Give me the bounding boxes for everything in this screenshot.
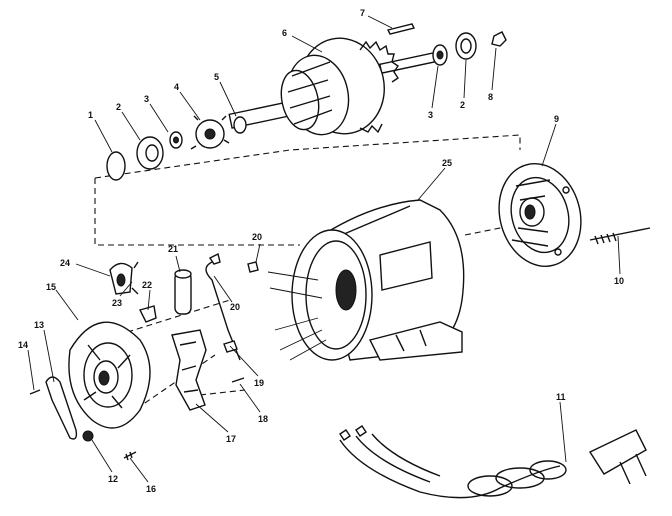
callout-3: 3 <box>144 94 149 104</box>
callout-5: 5 <box>214 72 219 82</box>
bearing-bracket <box>109 261 157 323</box>
right-bearing-parts <box>432 31 507 66</box>
callout-6: 6 <box>282 28 287 38</box>
power-cord <box>339 425 647 499</box>
through-bolt <box>589 227 651 245</box>
callout-3-right: 3 <box>428 110 433 120</box>
capacitor <box>174 269 192 315</box>
callout-7: 7 <box>360 8 365 18</box>
callout-4: 4 <box>174 82 179 92</box>
small-hardware <box>29 377 245 461</box>
callout-17: 17 <box>226 434 236 444</box>
callout-23: 23 <box>112 298 122 308</box>
callout-24: 24 <box>60 258 70 268</box>
callout-12: 12 <box>108 474 118 484</box>
callout-leaders <box>27 15 621 483</box>
callout-8: 8 <box>488 92 493 102</box>
cover-plate <box>45 376 78 440</box>
rear-end-bell <box>68 321 151 429</box>
callout-15: 15 <box>46 282 56 292</box>
callout-2: 2 <box>116 102 121 112</box>
callout-9: 9 <box>554 114 559 124</box>
callout-14: 14 <box>18 340 28 350</box>
callout-11: 11 <box>556 392 566 402</box>
switch-assembly <box>171 329 207 411</box>
callout-20-mid: 20 <box>230 302 240 312</box>
left-bearing-parts <box>106 131 183 181</box>
callout-16: 16 <box>146 484 156 494</box>
callout-22: 22 <box>142 280 152 290</box>
armature-rotor <box>280 37 399 136</box>
callout-2-right: 2 <box>460 100 465 110</box>
callout-labels: 1 2 3 4 5 6 7 3 2 8 9 25 10 11 24 23 22 … <box>18 8 624 494</box>
callout-1: 1 <box>88 110 93 120</box>
shaft-key <box>386 23 416 35</box>
callout-13: 13 <box>34 320 44 330</box>
callout-21: 21 <box>168 244 178 254</box>
callout-20-top: 20 <box>252 232 262 242</box>
callout-18: 18 <box>258 414 268 424</box>
callout-10: 10 <box>614 276 624 286</box>
motor-housing <box>267 199 465 361</box>
callout-25: 25 <box>442 158 452 168</box>
callout-19: 19 <box>254 378 264 388</box>
front-end-bell <box>498 163 582 267</box>
centrifugal-actuator <box>190 115 247 150</box>
